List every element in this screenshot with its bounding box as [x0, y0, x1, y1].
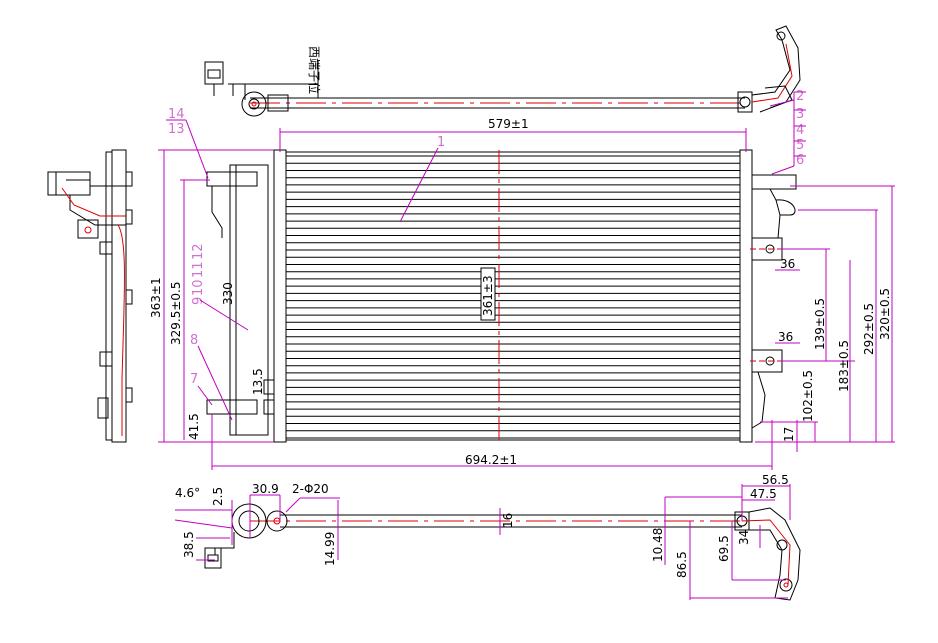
- dimension-694: 694.2±1: [465, 453, 517, 467]
- part-number-8: 8: [190, 333, 198, 348]
- dimension-329-5: 329.5±0.5: [169, 282, 183, 346]
- dimension-579: 579±1: [488, 117, 529, 131]
- dimension-34: 34: [737, 530, 751, 545]
- dimension-14-99: 14.99: [323, 532, 337, 566]
- dimension-13-5: 13.5: [251, 368, 265, 395]
- part-number-9: 9: [191, 297, 206, 305]
- core-tubes: [286, 155, 740, 439]
- dimension-183: 183±0.5: [837, 340, 851, 392]
- part-number-7: 7: [190, 372, 198, 387]
- dimension-36-top: 36: [780, 257, 795, 271]
- front-view: [206, 149, 797, 445]
- dimension-30-9: 30.9: [252, 482, 279, 496]
- note-label: 西端子位: [307, 46, 322, 94]
- dimension-angle: 4.6°: [175, 486, 200, 500]
- part-number-4: 4: [796, 123, 804, 138]
- dimension-330: 330: [221, 282, 235, 305]
- top-view: 西端子位: [204, 25, 801, 117]
- dimension-363: 363±1: [149, 277, 163, 318]
- dimension-17: 17: [782, 427, 796, 442]
- dimension-102: 102±0.5: [801, 370, 815, 422]
- part-number-1: 1: [437, 135, 445, 150]
- dimension-holes: 2-Φ20: [292, 482, 329, 496]
- dimension-16: 16: [501, 513, 515, 528]
- dimension-69-5: 69.5: [717, 535, 731, 562]
- part-number-12: 12: [191, 243, 206, 260]
- part-number-13: 13: [168, 122, 185, 137]
- part-number-2: 2: [796, 89, 804, 104]
- dimension-41-5: 41.5: [187, 413, 201, 440]
- dimension-2-5: 2.5: [211, 487, 225, 506]
- part-number-6: 6: [796, 153, 804, 168]
- dimension-292: 292±0.5: [862, 303, 876, 355]
- part-number-10: 10: [191, 279, 206, 296]
- part-number-11: 11: [191, 261, 206, 278]
- part-number-5: 5: [796, 138, 804, 153]
- front-dimensions: 579±1 694.2±1 363±1 329.5±0.5 330 361±3 …: [149, 117, 895, 470]
- dimension-361: 361±3: [481, 275, 495, 316]
- dimension-320: 320±0.5: [878, 288, 892, 340]
- part-number-3: 3: [796, 107, 804, 122]
- dimension-47-5: 47.5: [750, 487, 777, 501]
- callouts-right-top: 2 3 4 5 6: [769, 89, 806, 175]
- callouts-left: 14 13 12 11 10 9 8 7 1: [166, 107, 445, 421]
- dimension-38-5: 38.5: [182, 531, 196, 558]
- side-view: [47, 149, 133, 443]
- part-number-14: 14: [168, 107, 185, 122]
- dimension-10-48: 10.48: [651, 528, 665, 562]
- dimension-86-5: 86.5: [675, 551, 689, 578]
- dimension-139: 139±0.5: [813, 298, 827, 350]
- bottom-view: 4.6° 2.5 30.9 2-Φ20 38.5 14.99 16 56.5 4…: [174, 473, 801, 601]
- dimension-56-5: 56.5: [762, 473, 789, 487]
- dimension-36-bottom: 36: [778, 330, 793, 344]
